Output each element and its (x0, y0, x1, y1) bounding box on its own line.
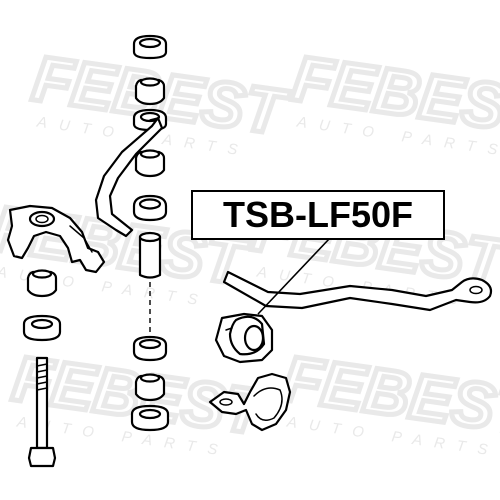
leader-line (257, 237, 331, 315)
upper-bushing-stack (130, 34, 170, 432)
bushing-clamp (208, 372, 292, 432)
part-number-label: TSB-LF50F (191, 190, 445, 240)
mounting-bracket (6, 204, 106, 274)
stabilizer-bushing (214, 312, 274, 364)
stabilizer-bar (222, 270, 493, 312)
bolt-stack (22, 269, 62, 468)
stabilizer-link-arm (94, 116, 164, 238)
